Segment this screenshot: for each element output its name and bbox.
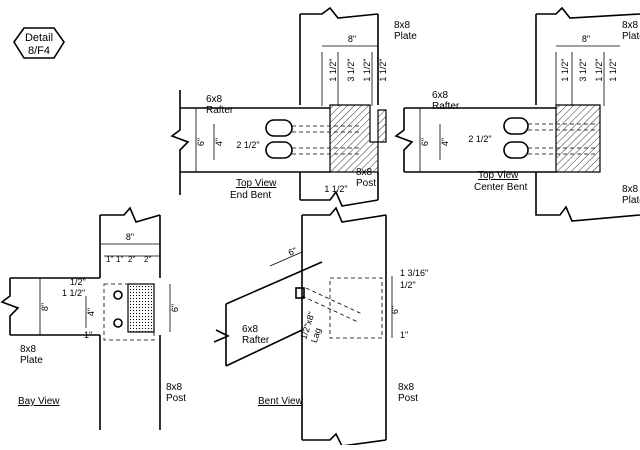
washer-icon	[503, 141, 529, 159]
bay-view: 8" 1" 1" 2" 2" 1/2" 1 1/2" 8" 4" 1" 6" 8…	[0, 206, 186, 430]
washer-icon	[265, 119, 293, 137]
bent-view-dim-6-line	[269, 251, 303, 267]
bay-view-dim-4: 4"	[86, 308, 96, 316]
end-bent-rafter	[170, 90, 330, 195]
end-bent-dims	[321, 45, 378, 106]
bay-view-dim-2b: 2"	[144, 255, 151, 264]
center-bent-dim-1-half-b: 1 1/2"	[594, 58, 604, 81]
center-bent-dim-1-half-a: 1 1/2"	[560, 58, 570, 81]
center-bent-view-sub: Center Bent	[474, 182, 528, 193]
bay-view-label: Bay View	[18, 396, 60, 407]
end-bent-dim-2-half: 2 1/2"	[236, 140, 259, 150]
end-bent-dim-1-half-right: 1 1/2"	[378, 58, 388, 81]
washer-icon	[503, 117, 529, 135]
end-bent-post-top	[299, 6, 379, 105]
center-bent-dims	[555, 45, 620, 106]
bent-view-dim-6-side: 6"	[390, 306, 400, 314]
bent-view-label: Bent View	[258, 396, 304, 407]
center-bent-dim-2-half: 2 1/2"	[468, 134, 491, 144]
end-bent-dim-3-half: 3 1/2"	[346, 58, 356, 81]
bay-view-plate	[0, 277, 100, 336]
center-bent-dim-6: 6"	[420, 138, 430, 146]
bent-view-dim-6: 6"	[287, 245, 299, 257]
end-bent-view-sub: End Bent	[230, 190, 271, 201]
bay-view-hidden-outline	[103, 283, 155, 341]
center-bent-dim-1-half-c: 1 1/2"	[608, 58, 618, 81]
bent-view-rafter-break	[213, 329, 230, 343]
center-bent-dim-3-half: 3 1/2"	[578, 58, 588, 81]
bay-view-dim-half: 1/2"	[70, 277, 86, 287]
bent-view-dim-1-3-16: 1 3/16"	[400, 268, 428, 278]
end-bent-dim-6: 6"	[196, 138, 206, 146]
washer-icon	[295, 287, 305, 299]
bay-view-dim-2a: 2"	[128, 255, 135, 264]
end-bent-dim-1-half-mid: 1 1/2"	[362, 58, 372, 81]
detail-tag-line1: Detail	[25, 32, 53, 44]
center-bent-rafter	[394, 107, 556, 173]
center-bent-notch	[555, 104, 601, 173]
bay-view-top-dims	[100, 243, 160, 257]
bent-view-post	[301, 206, 387, 447]
bay-view-dim-1-half: 1 1/2"	[62, 288, 85, 298]
detail-tag-line2: 8/F4	[28, 45, 50, 57]
bent-view-hidden-mortise	[329, 277, 383, 339]
bay-view-dim-1b: 1"	[116, 255, 123, 264]
center-bent-post	[535, 6, 640, 222]
center-bent-dim-4: 4"	[440, 138, 450, 146]
center-bent-dim-8: 8"	[582, 34, 590, 44]
end-bent-notch	[329, 104, 387, 173]
end-bent-view-label: Top View	[236, 178, 277, 189]
detail-hexagon-icon	[13, 27, 65, 59]
bay-view-dim-8: 8"	[126, 232, 134, 242]
bay-view-tenon	[127, 283, 155, 333]
center-bent-view-label: Top View	[478, 170, 519, 181]
washer-icon	[265, 141, 293, 159]
bolt-hole-icon	[113, 290, 123, 300]
bay-view-dim-1-bottom: 1"	[84, 330, 92, 340]
bolt-hole-icon	[113, 318, 123, 328]
bay-view-dim-1: 1"	[106, 255, 113, 264]
bay-view-side-dims	[39, 278, 87, 335]
end-bent-dim-4: 4"	[214, 138, 224, 146]
end-bent-dim-1-half-top: 1 1/2"	[328, 58, 338, 81]
bay-view-dim-8-side: 8"	[40, 303, 50, 311]
end-bent-side-dims	[195, 108, 215, 172]
bent-view-dim-half: 1/2"	[400, 280, 416, 290]
center-bent-view: 8" 1 1/2" 3 1/2" 1 1/2" 1 1/2" 8x8Plate …	[394, 6, 640, 222]
bent-view-lag	[301, 287, 363, 323]
end-bent-dim-8: 8"	[348, 34, 356, 44]
bent-view-dim-1: 1"	[400, 330, 408, 340]
end-bent-post-bottom	[299, 172, 379, 207]
bay-view-post	[99, 206, 161, 430]
end-bent-dim-1-half-bottom: 1 1/2"	[324, 184, 347, 194]
center-bent-side-dims	[419, 108, 441, 172]
bay-view-dim-6: 6"	[170, 304, 180, 312]
detail-tag: Detail 8/F4	[13, 27, 65, 59]
